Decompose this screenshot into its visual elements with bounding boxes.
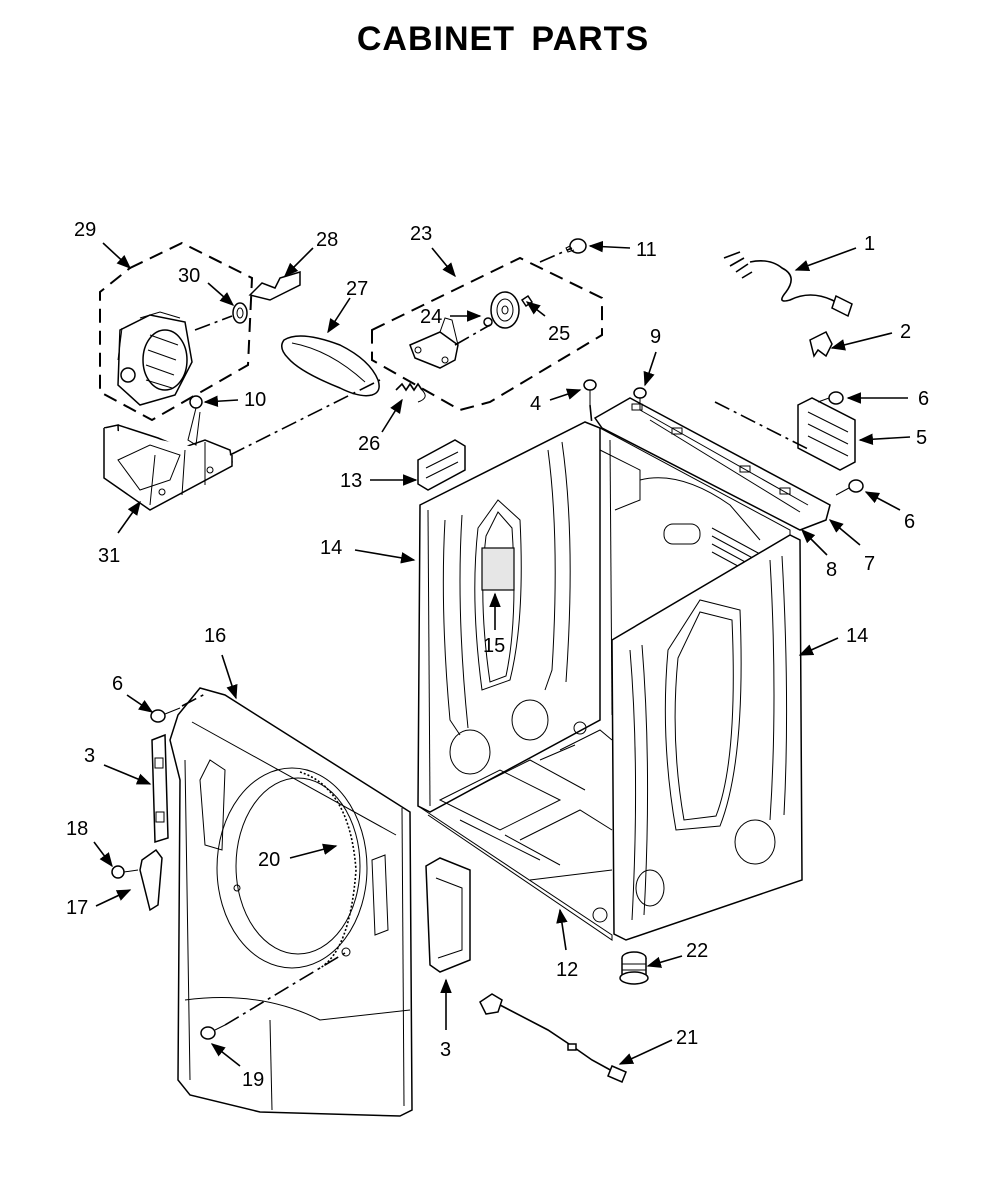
rotor-nut[interactable] (232, 302, 248, 324)
callout-7: 7 (864, 553, 875, 575)
tension-spring[interactable] (395, 382, 426, 403)
callout-10: 10 (244, 389, 266, 411)
front-panel-screw[interactable] (150, 707, 181, 723)
front-panel[interactable] (169, 687, 413, 1117)
callout-21: 21 (676, 1027, 698, 1049)
cord-clip[interactable] (809, 330, 833, 358)
motor-screw[interactable] (187, 395, 203, 446)
callout-3-right: 3 (440, 1039, 451, 1061)
door-hinge-right[interactable] (425, 857, 471, 973)
callout-14-right: 14 (846, 625, 868, 647)
callout-18: 18 (66, 818, 88, 840)
callout-9: 9 (650, 326, 661, 348)
leveling-leg[interactable] (619, 951, 649, 985)
drive-motor[interactable] (117, 311, 193, 406)
callout-1: 1 (864, 233, 875, 255)
power-cord[interactable] (723, 251, 853, 318)
callout-5: 5 (916, 427, 927, 449)
bracket-screw-upper[interactable] (817, 391, 844, 405)
warning-label (481, 547, 515, 591)
idler-screw[interactable] (565, 238, 587, 254)
callout-11: 11 (636, 239, 657, 261)
cabinet-screw[interactable] (583, 379, 597, 405)
top-screw[interactable] (633, 387, 647, 410)
callout-4: 4 (530, 393, 541, 415)
drive-belt[interactable] (281, 335, 380, 397)
callout-29: 29 (74, 219, 96, 241)
callout-14-left: 14 (320, 537, 342, 559)
callout-24: 24 (420, 306, 442, 328)
callout-17: 17 (66, 897, 88, 919)
leader-lines (93, 240, 911, 1067)
callout-13: 13 (340, 470, 362, 492)
callout-8: 8 (826, 559, 837, 581)
callout-6-lower: 6 (904, 511, 915, 533)
callout-16: 16 (204, 625, 226, 647)
motor-mount-base[interactable] (103, 424, 233, 511)
callout-12: 12 (556, 959, 578, 981)
motor-bracket-clip[interactable] (248, 270, 301, 301)
door-switch-bracket[interactable] (417, 439, 466, 491)
strike-screw[interactable] (111, 865, 139, 879)
pulley-washer[interactable] (483, 317, 493, 327)
door-opening-seal[interactable] (299, 771, 357, 969)
callout-23: 23 (410, 223, 432, 245)
page-title: CABINET PARTS (356, 20, 650, 58)
callout-15: 15 (483, 635, 505, 657)
callout-3-left: 3 (84, 745, 95, 767)
callout-19: 19 (242, 1069, 264, 1091)
callout-6-upper: 6 (918, 388, 929, 410)
cord-bracket[interactable] (797, 397, 856, 471)
door-hinge-left[interactable] (151, 733, 169, 844)
callout-6-front: 6 (112, 673, 123, 695)
idler-pulley[interactable] (490, 291, 520, 329)
cabinet-frame[interactable] (417, 421, 803, 941)
callout-31: 31 (98, 545, 120, 567)
callout-2: 2 (900, 321, 911, 343)
idler-assembly-group (371, 256, 603, 412)
motor-assembly-group (99, 241, 301, 422)
callout-22: 22 (686, 940, 708, 962)
callout-25: 25 (548, 323, 570, 345)
door-strike[interactable] (139, 848, 163, 912)
callout-30: 30 (178, 265, 200, 287)
front-bottom-screw[interactable] (200, 1024, 226, 1040)
bracket-screw-lower[interactable] (835, 479, 864, 496)
callout-20: 20 (258, 849, 280, 871)
idler-bracket[interactable] (409, 317, 459, 369)
callout-27: 27 (346, 278, 368, 300)
callout-labels: 29 30 28 27 23 11 1 24 25 2 9 10 4 6 26 … (66, 219, 929, 1091)
callout-26: 26 (358, 433, 380, 455)
wire-harness[interactable] (479, 993, 627, 1083)
callout-28: 28 (316, 229, 338, 251)
top-rear-bracket[interactable] (593, 397, 831, 531)
